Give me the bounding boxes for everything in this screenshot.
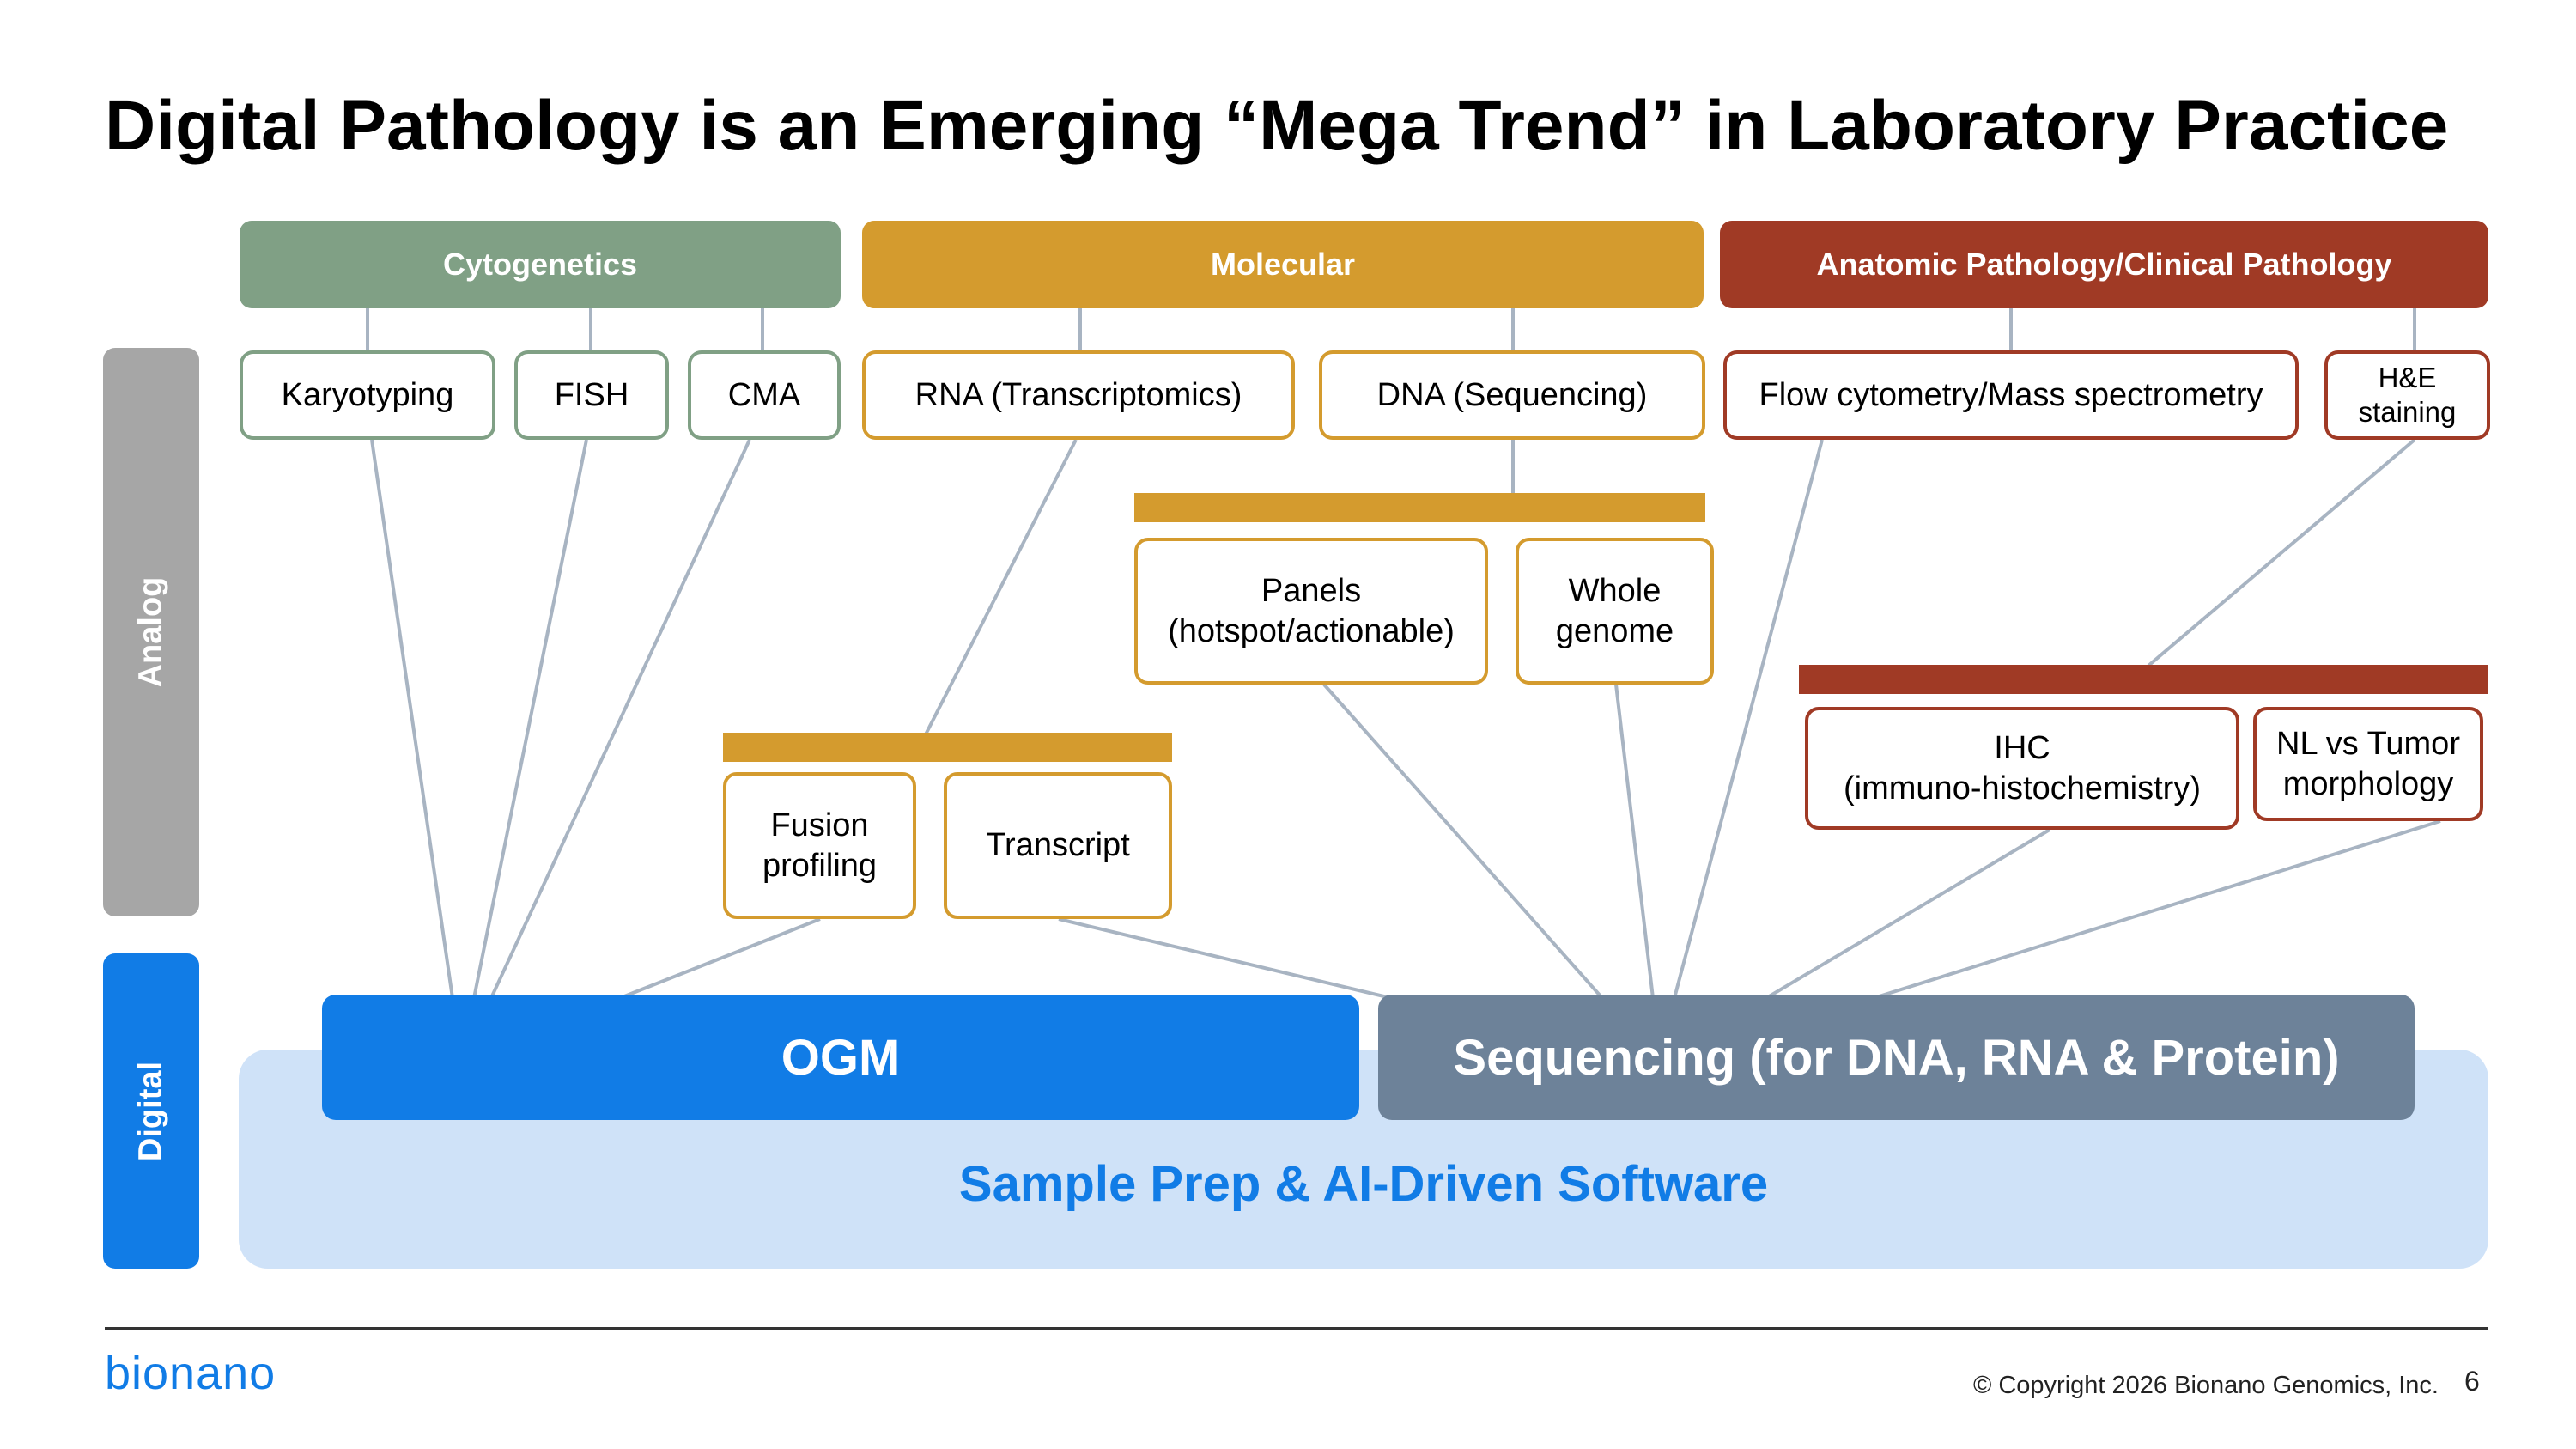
- copyright-text: © Copyright 2026 Bionano Genomics, Inc.: [1972, 1372, 2439, 1399]
- sequencing-box: Sequencing (for DNA, RNA & Protein): [1378, 995, 2415, 1120]
- connector-line: [472, 439, 588, 999]
- connector-line: [1873, 819, 2441, 1000]
- connector-line: [489, 439, 751, 999]
- footer-divider: [105, 1327, 2488, 1330]
- whole-line1: Whole: [1568, 573, 1662, 610]
- method-fish: FISH: [514, 350, 669, 440]
- bionano-logo: bionano: [105, 1348, 276, 1399]
- method-cma: CMA: [688, 350, 841, 440]
- method-nl-vs-tumor: NL vs Tumor morphology: [2253, 707, 2483, 821]
- nl-line2: morphology: [2282, 765, 2454, 802]
- he-line1: H&E: [2378, 361, 2437, 393]
- connector-line: [1322, 683, 1604, 1000]
- nl-line1: NL vs Tumor: [2276, 726, 2460, 763]
- ogm-box: OGM: [322, 995, 1359, 1120]
- method-he-staining: H&E staining: [2324, 350, 2490, 440]
- panels-line2: (hotspot/actionable): [1168, 612, 1455, 649]
- method-fusion-profiling: Fusion profiling: [723, 772, 916, 919]
- digital-label: Digital: [103, 953, 199, 1269]
- whole-line2: genome: [1555, 612, 1674, 649]
- fusion-line2: profiling: [762, 847, 878, 884]
- category-cytogenetics: Cytogenetics: [240, 221, 841, 308]
- ihc-line2: (immuno-histochemistry): [1844, 770, 2201, 807]
- method-panels: Panels (hotspot/actionable): [1134, 538, 1488, 685]
- connector-line: [370, 439, 454, 999]
- method-transcript: Transcript: [944, 772, 1172, 919]
- connector-line: [1765, 828, 2051, 1000]
- method-whole-genome: Whole genome: [1516, 538, 1714, 685]
- connector-line: [619, 917, 821, 1000]
- software-label: Sample Prep & AI-Driven Software: [958, 1156, 1769, 1212]
- anatomic-group-bar: [1799, 665, 2488, 694]
- connector-line: [1058, 917, 1392, 1000]
- panels-line1: Panels: [1261, 573, 1362, 610]
- method-ihc: IHC (immuno-histochemistry): [1805, 707, 2239, 830]
- method-dna: DNA (Sequencing): [1319, 350, 1705, 440]
- method-karyotyping: Karyotyping: [240, 350, 495, 440]
- ihc-line1: IHC: [1994, 730, 2050, 767]
- connector-line: [924, 439, 1078, 735]
- analog-label: Analog: [103, 348, 199, 916]
- connector-line: [1614, 684, 1655, 999]
- rna-group-bar: [723, 733, 1172, 762]
- fusion-line1: Fusion: [770, 807, 869, 844]
- connector-line: [1673, 439, 1824, 999]
- method-flow-cytometry: Flow cytometry/Mass spectrometry: [1723, 350, 2299, 440]
- category-molecular: Molecular: [862, 221, 1704, 308]
- page-number: 6: [2464, 1366, 2480, 1397]
- dna-group-bar: [1134, 493, 1705, 522]
- method-rna: RNA (Transcriptomics): [862, 350, 1295, 440]
- page-title: Digital Pathology is an Emerging “Mega T…: [105, 87, 2449, 165]
- category-anatomic-pathology: Anatomic Pathology/Clinical Pathology: [1720, 221, 2488, 308]
- connector-line: [2147, 438, 2416, 667]
- he-line2: staining: [2358, 396, 2457, 428]
